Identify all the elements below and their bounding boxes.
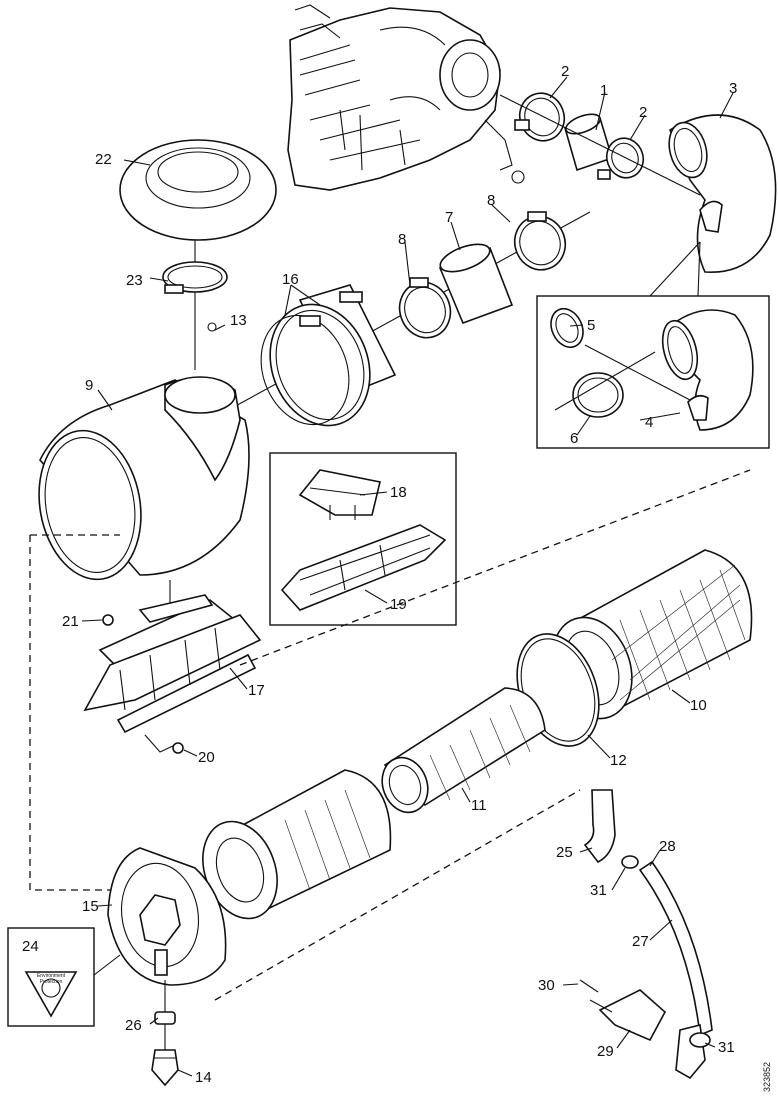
clamps-16 — [260, 284, 397, 427]
inlet-housing-9 — [38, 376, 250, 610]
callout-1: 1 — [600, 82, 608, 99]
elbow-hose-25 — [583, 789, 616, 864]
clamp-8-right — [513, 211, 567, 271]
callout-14: 14 — [195, 1069, 212, 1086]
mounting-bracket-17 — [83, 594, 262, 753]
rubber-sleeve-7 — [438, 243, 514, 325]
clamp-2-upper — [514, 92, 566, 142]
callout-22: 22 — [95, 151, 112, 168]
figure-code: 323852 — [762, 1062, 772, 1092]
hose-clamp-31-upper — [621, 855, 639, 869]
clamp-8-left — [398, 277, 452, 339]
callout-6: 6 — [570, 430, 578, 447]
callout-18: 18 — [390, 484, 407, 501]
intake-elbow-3 — [668, 114, 777, 273]
callout-20: 20 — [198, 749, 215, 766]
callout-21: 21 — [62, 613, 79, 630]
end-cover-15 — [107, 847, 227, 986]
callout-7: 7 — [445, 209, 453, 226]
callout-8: 8 — [487, 192, 495, 209]
screw-20 — [172, 742, 184, 754]
callout-15: 15 — [82, 898, 99, 915]
bracket-29 — [589, 989, 667, 1042]
warning-label-line1: Environment — [37, 973, 66, 979]
vacuator-valve-14 — [151, 980, 179, 1087]
dashed-assembly-frame — [29, 469, 751, 1001]
clamp-26 — [154, 1011, 176, 1025]
callout-16: 16 — [282, 271, 299, 288]
screw-21 — [102, 614, 114, 626]
rubber-sleeve-1 — [564, 113, 613, 172]
inset-warning-label-24: Environment Protection — [7, 927, 121, 1027]
callout-8: 8 — [398, 231, 406, 248]
callout-30: 30 — [538, 977, 555, 994]
engine-turbocharger-drawing — [287, 4, 525, 191]
callout-2: 2 — [561, 63, 569, 80]
safety-filter-11 — [381, 687, 546, 814]
filter-housing-body — [202, 769, 392, 920]
callout-27: 27 — [632, 933, 649, 950]
callout-31: 31 — [590, 882, 607, 899]
callout-23: 23 — [126, 272, 143, 289]
callout-12: 12 — [610, 752, 627, 769]
leader-lines — [81, 76, 734, 1077]
callout-10: 10 — [690, 697, 707, 714]
callout-11: 11 — [471, 797, 487, 814]
inset-detail-brackets — [269, 452, 457, 626]
callout-2: 2 — [639, 104, 647, 121]
callout-26: 26 — [125, 1017, 142, 1034]
inset-detail-elbow — [536, 241, 770, 449]
callout-numbers: 1 2 2 3 4 5 6 7 8 8 9 10 11 12 13 14 15 … — [22, 63, 737, 1086]
callout-24: 24 — [22, 938, 39, 955]
screw-30 — [579, 979, 599, 993]
clamp-23 — [162, 240, 228, 370]
callout-3: 3 — [729, 80, 737, 97]
callout-28: 28 — [659, 838, 676, 855]
warning-label-line2: Protection — [40, 979, 63, 985]
callout-25: 25 — [556, 844, 573, 861]
callout-17: 17 — [248, 682, 265, 699]
callout-31: 31 — [718, 1039, 735, 1056]
callout-9: 9 — [85, 377, 93, 394]
rain-cap-22 — [119, 139, 277, 241]
hose-clamp-31-lower — [689, 1032, 711, 1048]
plug-13 — [207, 322, 217, 332]
callout-5: 5 — [587, 317, 595, 334]
callout-13: 13 — [230, 312, 247, 329]
callout-4: 4 — [645, 414, 653, 431]
callout-19: 19 — [390, 596, 407, 613]
callout-29: 29 — [597, 1043, 614, 1060]
